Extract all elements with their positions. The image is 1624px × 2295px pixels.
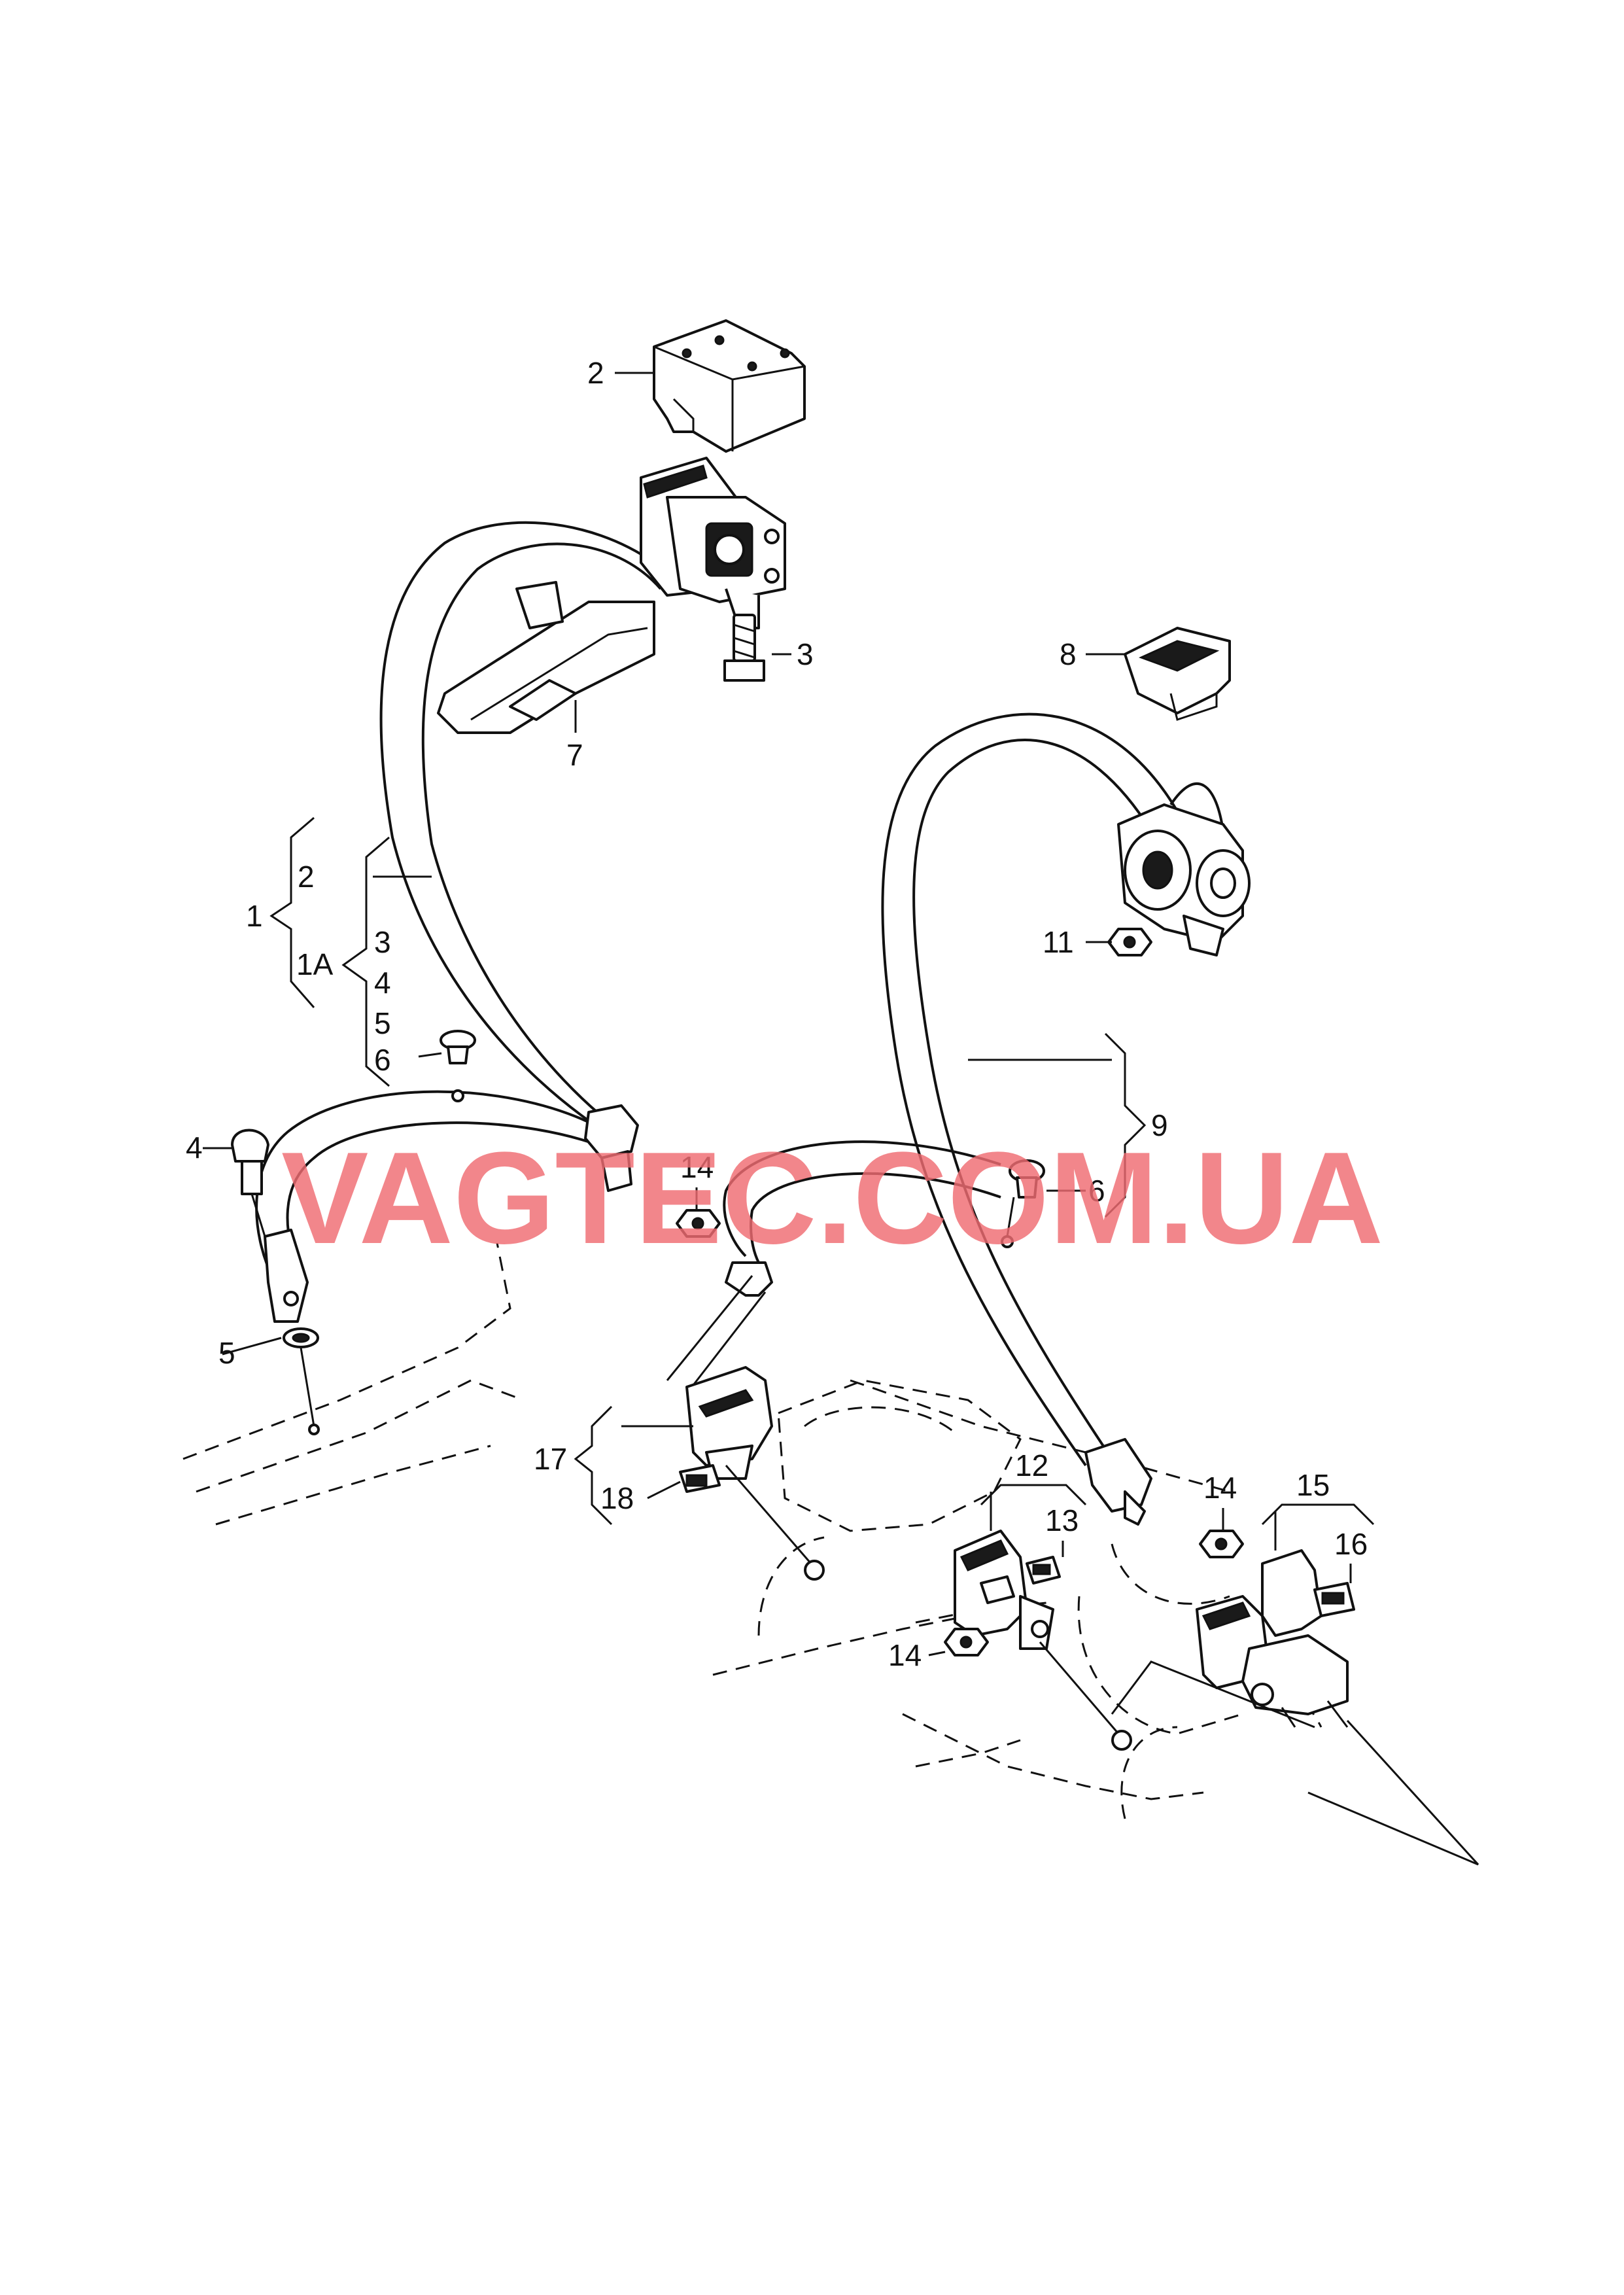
callout-4: 4 <box>186 1130 203 1165</box>
right-seat-belt <box>723 712 1224 1526</box>
callout-3: 3 <box>797 637 814 671</box>
callout-8: 8 <box>1060 637 1077 671</box>
belt-guide-loop <box>584 1104 639 1159</box>
callout-4-group: 4 <box>374 966 391 1000</box>
callout-16: 16 <box>1334 1527 1368 1561</box>
callout-5-group: 5 <box>374 1006 391 1040</box>
connector-item-13 <box>1026 1556 1061 1585</box>
callout-6-left: 6 <box>374 1043 391 1077</box>
callout-5: 5 <box>218 1336 235 1370</box>
right-retractor <box>1117 803 1251 956</box>
callout-15: 15 <box>1296 1468 1330 1502</box>
retractor-assembly <box>640 457 786 629</box>
bolt-item-4 <box>231 1129 269 1237</box>
buckle-item-15 <box>1196 1530 1349 1728</box>
nut-item-14-top <box>676 1209 721 1238</box>
spacer-item-5 <box>283 1327 320 1435</box>
clip-item-6-right <box>1001 1159 1045 1248</box>
callout-3-group: 3 <box>374 925 391 959</box>
buckle-item-12 <box>954 1530 1132 1751</box>
callout-11: 11 <box>1043 925 1074 959</box>
callout-2-group: 2 <box>298 860 315 894</box>
callout-14-right: 14 <box>1203 1471 1237 1505</box>
callout-13: 13 <box>1045 1503 1079 1537</box>
callout-7: 7 <box>566 738 583 772</box>
clip-item-6-left <box>440 1030 476 1102</box>
callout-9: 9 <box>1151 1108 1168 1142</box>
callout-labels: 2 3 7 8 11 1 2 1A 3 4 5 6 4 5 14 6 9 17 … <box>186 356 1368 1672</box>
bolt-item-3 <box>723 614 765 682</box>
floor-outline <box>182 1242 1322 1819</box>
connector-item-16 <box>1313 1582 1355 1617</box>
buckle-item-17 <box>666 1261 773 1480</box>
trim-cap <box>1124 627 1231 721</box>
callout-12: 12 <box>1015 1448 1048 1482</box>
watermark-text: VAGTEC.COM.UA <box>281 1125 1383 1271</box>
connector-item-18 <box>679 1464 825 1581</box>
left-seat-belt <box>255 521 662 1323</box>
callout-6-right: 6 <box>1088 1174 1105 1208</box>
callout-17: 17 <box>534 1442 567 1476</box>
trim-panel <box>437 581 655 734</box>
callout-18: 18 <box>600 1481 634 1515</box>
retractor-cover <box>653 319 806 453</box>
callout-14-lower: 14 <box>888 1638 922 1672</box>
callout-leader-lines <box>203 372 1479 1866</box>
callout-1: 1 <box>246 899 263 933</box>
nut-item-14-lower <box>944 1628 989 1656</box>
callout-14-top: 14 <box>680 1150 714 1184</box>
nut-item-11 <box>1107 928 1152 956</box>
callout-1a: 1A <box>296 947 334 981</box>
callout-2: 2 <box>587 356 604 390</box>
